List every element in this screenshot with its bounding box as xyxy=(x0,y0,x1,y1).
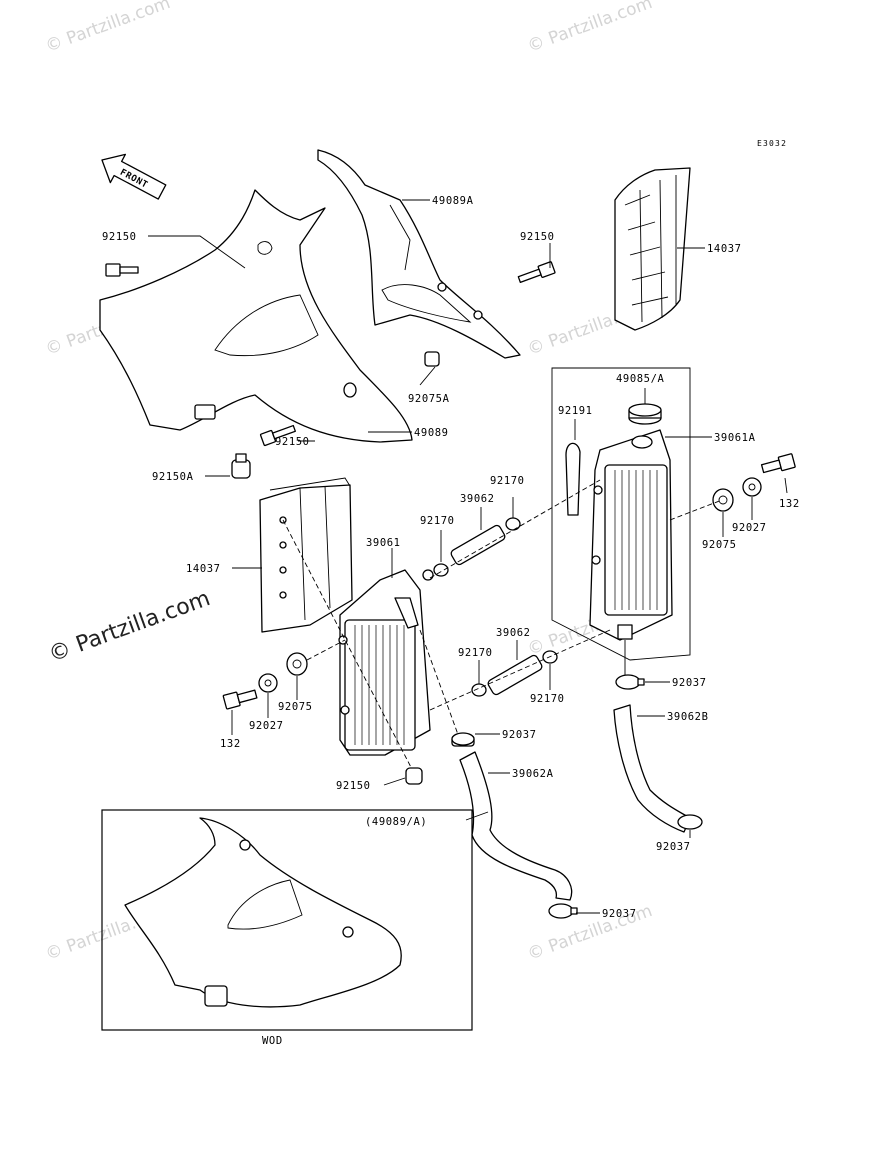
label-92037-c: 92037 xyxy=(656,841,691,853)
inset-reference: (49089/A) xyxy=(365,816,427,828)
collar-92075A xyxy=(424,351,440,367)
bolt-92150-bottom xyxy=(405,767,423,785)
label-92075-left: 92075 xyxy=(278,701,313,713)
washer-92027-right xyxy=(742,477,762,497)
label-14037-left: 14037 xyxy=(186,563,221,575)
inset-shroud xyxy=(124,817,402,1008)
label-39061: 39061 xyxy=(366,537,401,549)
label-92170-b: 92170 xyxy=(490,475,525,487)
partzilla-watermark: © Partzilla.com xyxy=(46,586,214,668)
label-92037-a: 92037 xyxy=(672,677,707,689)
inset-caption: WOD xyxy=(262,1035,283,1047)
label-132-right: 132 xyxy=(779,498,800,510)
bolt-92150A xyxy=(231,453,251,479)
connect-line-hose-a xyxy=(419,629,461,741)
watermarks: © Partzilla.com © Partzilla.com © Partzi… xyxy=(43,0,655,965)
hose-39062-mid xyxy=(487,654,543,696)
clamp-92170-a xyxy=(433,563,449,577)
radiator-left xyxy=(338,569,434,756)
label-49085A: 49085/A xyxy=(616,373,665,385)
mount-line-right xyxy=(669,499,723,521)
label-132-left: 132 xyxy=(220,738,241,750)
label-39061A: 39061A xyxy=(714,432,756,444)
label-92150-mid: 92150 xyxy=(275,436,310,448)
hose-39062B xyxy=(613,704,691,833)
clamp-92037-c xyxy=(677,814,703,830)
grommet-92075-right xyxy=(712,488,734,512)
bolt-92150-mid xyxy=(259,424,296,447)
grommet-92075-left xyxy=(286,652,308,676)
label-92191: 92191 xyxy=(558,405,593,417)
clamp-92037-a xyxy=(615,674,645,690)
front-arrow-icon: FRONT xyxy=(101,153,167,200)
radiator-grille-left xyxy=(259,477,353,633)
part-labels: 49089A 92150 92150 14037 92075A 49085/A … xyxy=(102,195,800,920)
radiator-grille-right xyxy=(614,167,691,331)
clamp-92037-b xyxy=(451,732,475,746)
bolt-132-left xyxy=(222,689,258,710)
label-92075-right: 92075 xyxy=(702,539,737,551)
label-39062-top: 39062 xyxy=(460,493,495,505)
label-14037-top: 14037 xyxy=(707,243,742,255)
label-92027-left: 92027 xyxy=(249,720,284,732)
label-39062A: 39062A xyxy=(512,768,554,780)
mount-line-left-2 xyxy=(306,639,346,661)
bolt-132-right xyxy=(760,453,796,474)
washer-92027-left xyxy=(258,673,278,693)
label-92150A: 92150A xyxy=(152,471,194,483)
clamp-92037-d xyxy=(548,903,578,919)
label-39062B: 39062B xyxy=(667,711,709,723)
label-49089: 49089 xyxy=(414,427,449,439)
connect-line-mid xyxy=(429,629,611,711)
radiator-right-frame xyxy=(551,367,691,661)
label-92150-left: 92150 xyxy=(102,231,137,243)
breather-hose xyxy=(565,442,581,516)
hose-39062A xyxy=(451,735,573,901)
inset-box: (49089/A) xyxy=(101,809,473,1031)
radiator-shroud-right xyxy=(317,149,521,359)
radiator-shroud-left xyxy=(99,189,413,443)
hose-39062-top xyxy=(450,524,506,566)
label-39062-mid: 39062 xyxy=(496,627,531,639)
diagram-reference: E3032 xyxy=(757,139,787,148)
label-92075A: 92075A xyxy=(408,393,450,405)
leader-lines xyxy=(148,199,788,914)
label-92150-bottom: 92150 xyxy=(336,780,371,792)
watermark-top-right: © Partzilla.com xyxy=(525,0,655,57)
connect-line-top xyxy=(429,479,601,579)
radiator-right xyxy=(589,429,673,641)
bolt-92150-top-left xyxy=(105,263,139,277)
label-92170-c: 92170 xyxy=(458,647,493,659)
bolt-92150-top-right xyxy=(517,261,556,283)
clamp-92170-b xyxy=(505,517,521,531)
radiator-cap xyxy=(628,403,662,425)
label-92037-d: 92037 xyxy=(602,908,637,920)
label-92170-a: 92170 xyxy=(420,515,455,527)
label-49089A: 49089A xyxy=(432,195,474,207)
label-92170-d: 92170 xyxy=(530,693,565,705)
label-92150-right: 92150 xyxy=(520,231,555,243)
label-92027-right: 92027 xyxy=(732,522,767,534)
label-92037-b: 92037 xyxy=(502,729,537,741)
watermark-top-left: © Partzilla.com xyxy=(43,0,173,57)
